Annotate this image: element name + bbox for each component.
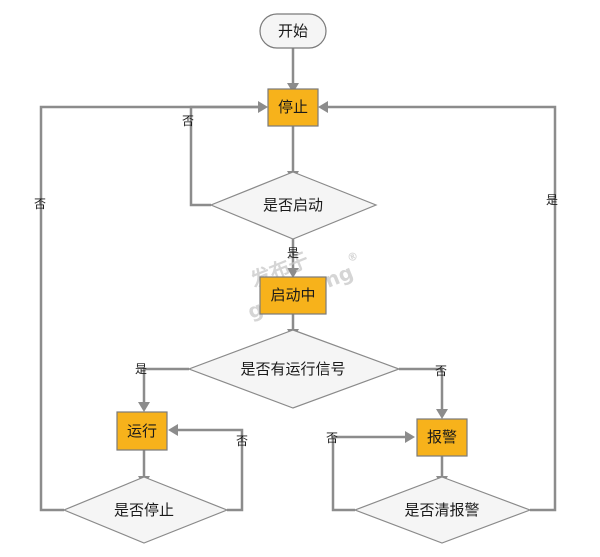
arrowhead xyxy=(318,101,328,113)
node-start-label: 开始 xyxy=(278,22,308,40)
edge-labels: 否 是 否 是 是 否 否 否 xyxy=(34,114,558,448)
node-run: 运行 xyxy=(116,411,168,451)
node-is-clear-alarm-label: 是否清报警 xyxy=(404,501,479,519)
arrowhead xyxy=(436,409,448,419)
node-start: 开始 xyxy=(259,13,327,49)
node-run-label: 运行 xyxy=(127,422,157,440)
arrowhead xyxy=(287,268,299,278)
node-has-run-signal: 是否有运行信号 xyxy=(187,329,401,409)
edge-label-yes: 是 xyxy=(287,246,299,260)
edge-label-no: 否 xyxy=(34,197,46,211)
node-stop-label: 停止 xyxy=(278,98,308,116)
node-stop: 停止 xyxy=(267,88,319,127)
edge-label-no: 否 xyxy=(435,364,447,378)
arrowhead xyxy=(258,101,268,113)
node-is-start-label: 是否启动 xyxy=(263,196,323,214)
edge-hasrun-no-alarm xyxy=(399,367,444,410)
edge-label-yes: 是 xyxy=(546,193,558,207)
node-alarm-label: 报警 xyxy=(427,428,457,446)
edge-isstop-yes-stop xyxy=(39,105,261,512)
edge-label-yes: 是 xyxy=(135,362,147,376)
arrowhead xyxy=(138,402,150,412)
edge-isclear-no-loop xyxy=(331,435,406,512)
edge-label-no: 否 xyxy=(182,114,194,128)
node-starting-label: 启动中 xyxy=(270,286,315,304)
arrowhead xyxy=(405,431,415,443)
edge-label-no: 否 xyxy=(326,431,338,445)
watermark-registered: ® xyxy=(345,249,360,265)
connectors xyxy=(39,48,557,512)
node-has-run-signal-label: 是否有运行信号 xyxy=(240,360,345,378)
node-alarm: 报警 xyxy=(416,418,468,457)
arrowhead xyxy=(287,83,299,93)
edge-isstop-no-loop xyxy=(177,428,244,512)
edge-label-no: 否 xyxy=(236,434,248,448)
node-is-clear-alarm: 是否清报警 xyxy=(353,476,532,544)
node-is-start: 是否启动 xyxy=(209,171,378,240)
node-starting: 启动中 xyxy=(259,276,327,315)
node-is-stop: 是否停止 xyxy=(62,476,229,544)
arrowhead xyxy=(168,424,178,436)
edge-hasrun-yes-run xyxy=(142,367,189,403)
edge-isclear-yes-stop xyxy=(327,105,557,512)
node-is-stop-label: 是否停止 xyxy=(114,501,174,519)
